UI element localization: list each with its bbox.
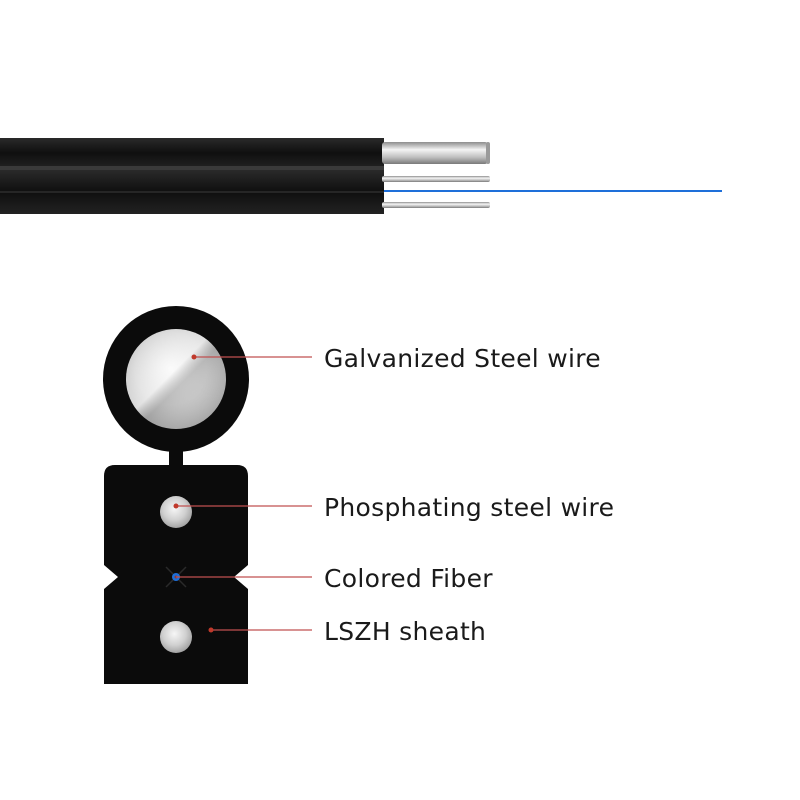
phosphating-wire-bottom	[160, 621, 192, 653]
galvanized-wire-side	[382, 142, 488, 164]
cable-side-view	[0, 138, 722, 214]
label-lszh-sheath: LSZH sheath	[324, 617, 487, 646]
messenger-sheath-side	[0, 138, 384, 168]
phosphating-wire-bottom-side	[382, 202, 490, 208]
cable-cross-section	[103, 306, 249, 684]
phosphating-wire-top-side	[382, 176, 490, 182]
leader-lines	[173, 354, 312, 633]
label-phosphating-steel-wire: Phosphating steel wire	[324, 493, 615, 522]
phosphating-wire-top	[160, 496, 192, 528]
label-colored-fiber: Colored Fiber	[324, 564, 493, 593]
label-galvanized-steel-wire: Galvanized Steel wire	[324, 344, 601, 373]
